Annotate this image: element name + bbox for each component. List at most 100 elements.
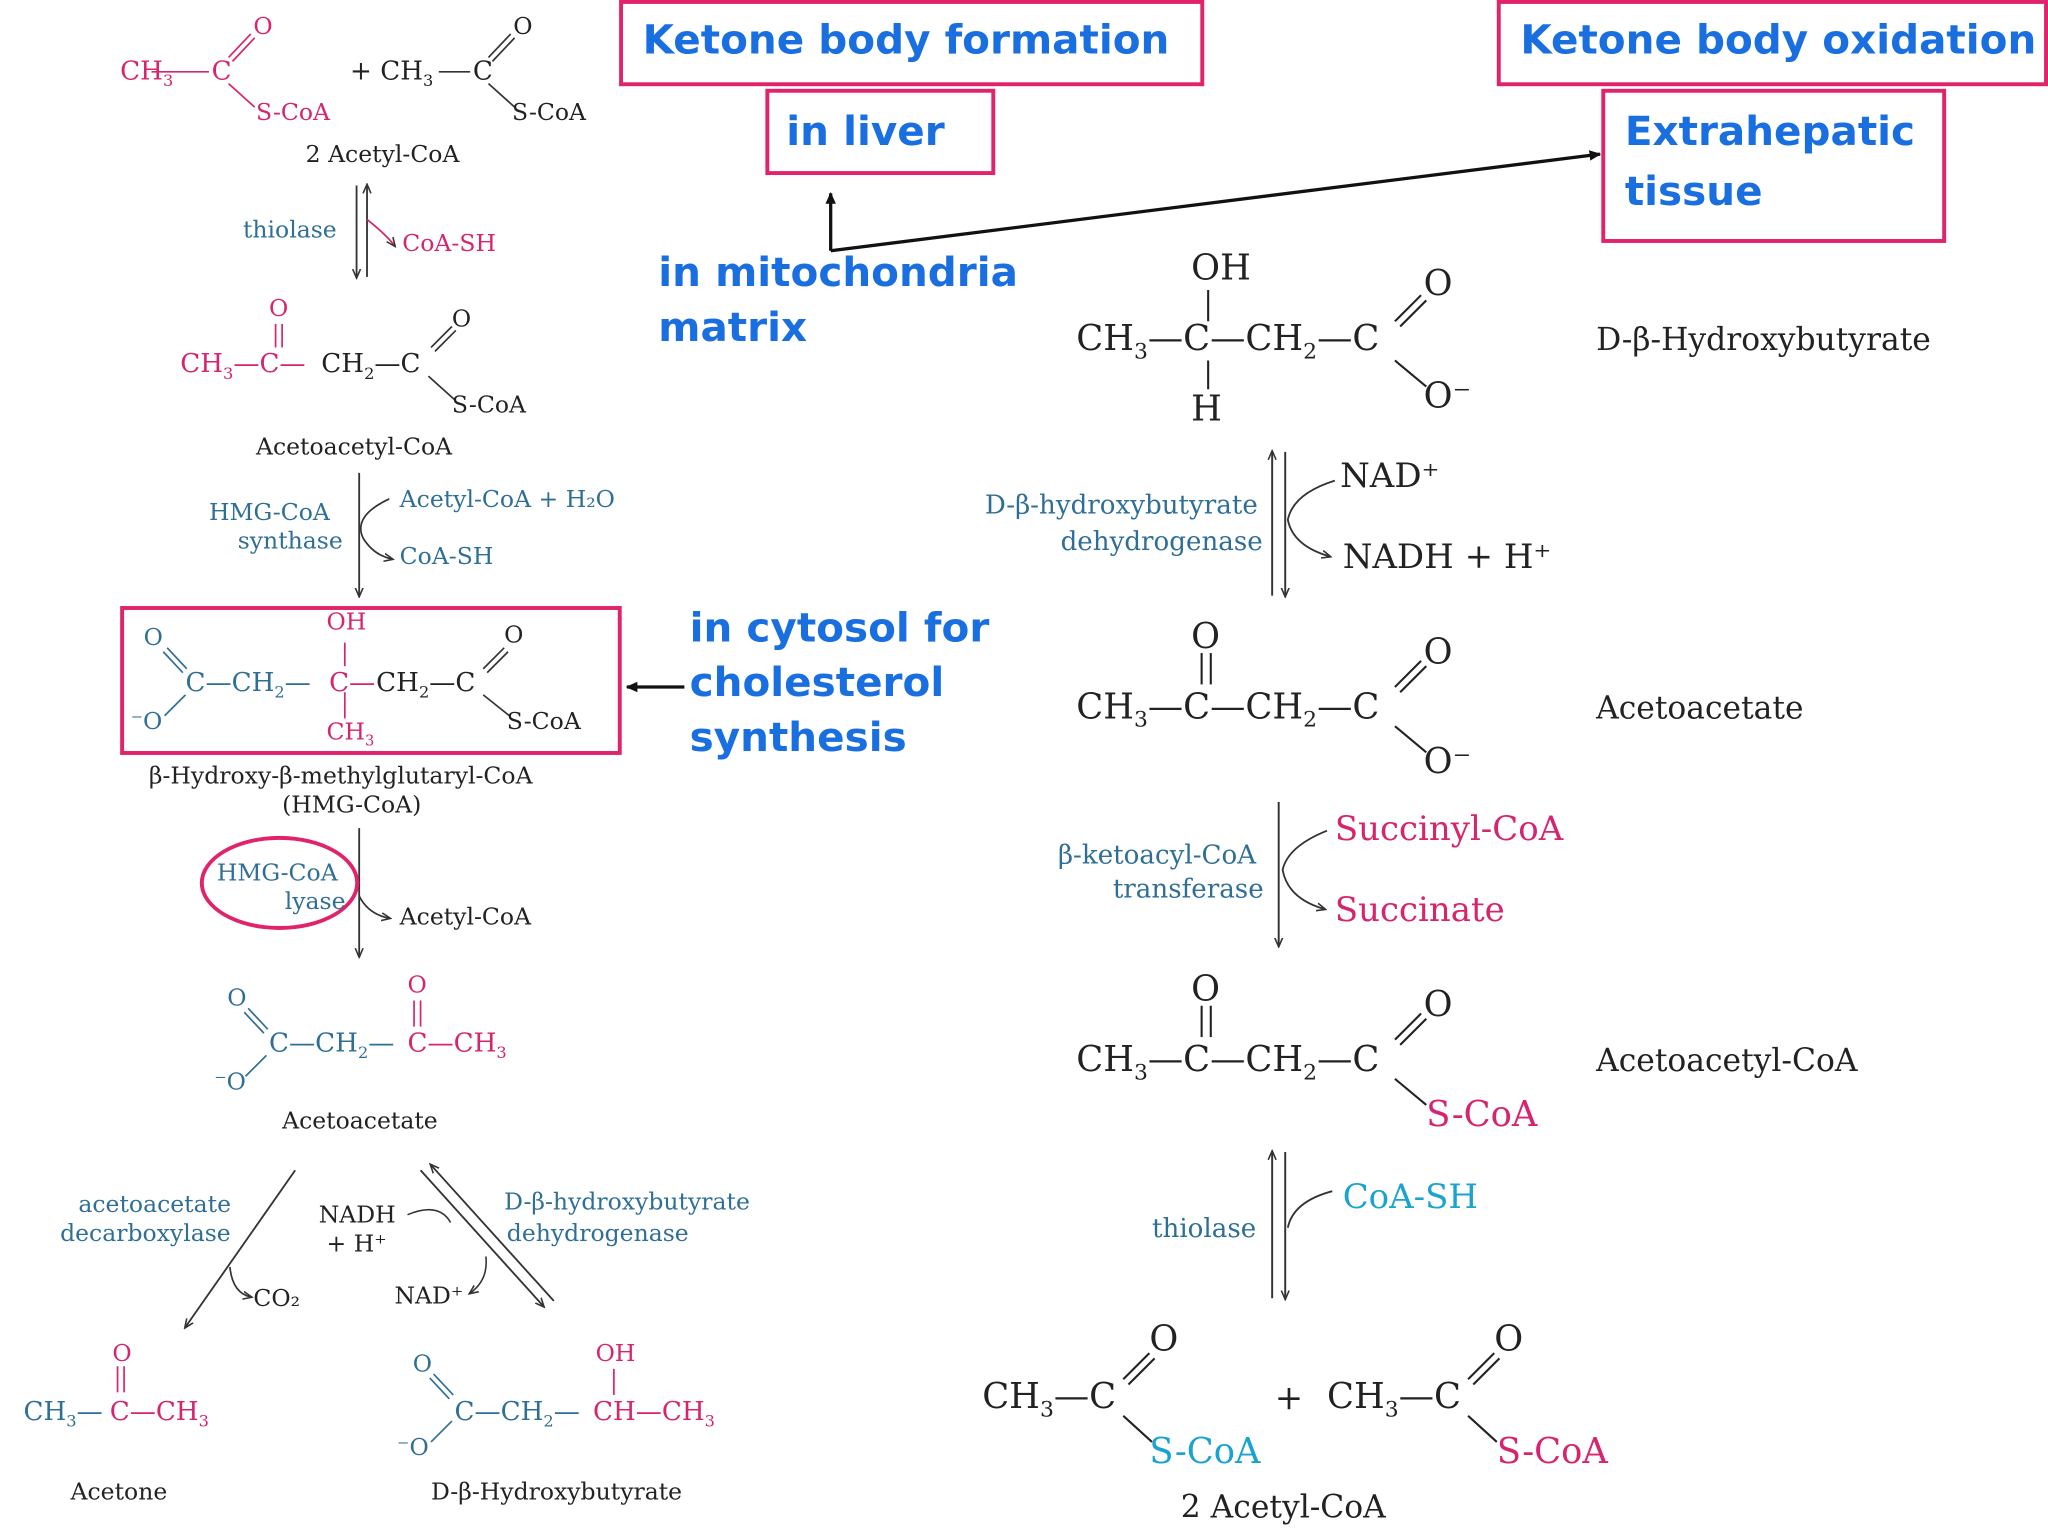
left-dh-line1: D-β-hydroxybutyrate: [504, 1188, 750, 1216]
plus-sign: +: [1274, 1379, 1304, 1419]
hb-oh: OH: [1191, 248, 1251, 289]
aacoa-scoa: S-CoA: [451, 391, 526, 420]
hmg-synthase-line1: HMG-CoA: [208, 498, 330, 527]
aa-o-keto: O: [1191, 616, 1221, 657]
hmgcoa-label-line1: β-Hydroxy-β-methylglutaryl-CoA: [148, 762, 533, 791]
hmg-lyase-line2: lyase: [284, 888, 346, 916]
extrahepatic-box: [1601, 88, 1947, 243]
acetone-c: C—CH3: [109, 1394, 209, 1431]
hmg-c-left: C—CH2—: [185, 666, 311, 702]
left-aa-c: C—CH2—: [269, 1026, 395, 1062]
left-dh-line2: dehydrogenase: [506, 1219, 689, 1248]
right-acetoacetate-label: Acetoacetate: [1596, 689, 1804, 727]
aa-o-minus: O⁻: [1423, 741, 1472, 783]
cytosol-line2: cholesterol: [689, 659, 945, 707]
hmg-ch3: CH3: [326, 718, 375, 750]
left-acetoacetate-label: Acetoacetate: [282, 1107, 438, 1136]
in-liver-label: in liver: [786, 108, 945, 156]
acetylcoa1-ch3: CH3: [120, 54, 174, 91]
hmgcoa-highlight-box: [120, 606, 622, 755]
nadh-line1: NADH: [318, 1201, 396, 1230]
hb-o: O: [1423, 263, 1453, 305]
left-aa-o-keto: O: [407, 971, 427, 1000]
extrahepatic-line2: tissue: [1624, 168, 1763, 216]
hmg-scoa: S-CoA: [506, 707, 581, 736]
acetylcoa-r2-scoa: S-CoA: [1496, 1431, 1608, 1472]
aa-o: O: [1423, 632, 1453, 673]
hmg-lyase-highlight-circle: [199, 835, 360, 930]
acetone-ch3-left: CH3—: [23, 1394, 103, 1431]
acetylcoa2-ch3: + CH3: [350, 54, 434, 91]
left-nad-label: NAD⁺: [394, 1282, 464, 1311]
aacoa-ch3: CH3—C—: [180, 347, 306, 383]
hmg-synthase-line2: synthase: [237, 527, 343, 556]
right-dh-line1: D-β-hydroxybutyrate: [984, 488, 1258, 520]
acetylcoa-r2: CH3—C: [1327, 1376, 1461, 1422]
hb-o-minus: O⁻: [1423, 376, 1472, 417]
left-hydroxybutyrate-label: D-β-Hydroxybutyrate: [431, 1478, 683, 1506]
right-nadh-label: NADH + H⁺: [1342, 538, 1552, 578]
oxidation-title: Ketone body oxidation: [1520, 16, 2037, 64]
acetylcoa1-c: C: [211, 54, 232, 87]
hmg-oh: OH: [326, 608, 367, 637]
aacoa-o-keto: O: [269, 295, 289, 323]
left-hb-c: C—CH2—: [454, 1394, 580, 1431]
in-liver-box: [765, 88, 996, 176]
hmg-o-minus: ⁻O: [130, 707, 163, 736]
left-aa-c2: C—CH3: [407, 1026, 507, 1062]
transferase-line2: transferase: [1112, 872, 1264, 904]
synthase-coa-sh-label: CoA-SH: [399, 543, 494, 571]
left-aa-o-minus: ⁻O: [214, 1068, 246, 1096]
left-hb-o: O: [412, 1350, 433, 1378]
right-acetoacetylcoa-label: Acetoacetyl-CoA: [1596, 1042, 1858, 1079]
left-coa-sh-label: CoA-SH: [402, 229, 496, 258]
succinate-label: Succinate: [1334, 890, 1505, 930]
aacoa-r-o: O: [1423, 984, 1453, 1026]
left-aa-o: O: [227, 984, 247, 1013]
left-acetoacetylcoa-label: Acetoacetyl-CoA: [255, 433, 453, 462]
left-acetylcoa-label: 2 Acetyl-CoA: [305, 141, 460, 169]
cytosol-line1: in cytosol for: [689, 604, 990, 652]
hb-chain: CH3—C—CH2—C: [1076, 318, 1380, 364]
acetone-o: O: [112, 1340, 132, 1368]
aacoa-r-chain: CH3—C—CH2—C: [1076, 1039, 1380, 1085]
acetylcoa2-o: O: [513, 13, 533, 41]
acetylcoa1-scoa: S-CoA: [255, 99, 331, 127]
aacoa-r-o-keto: O: [1191, 969, 1221, 1010]
acetylcoa-h2o-label: Acetyl-CoA + H₂O: [399, 485, 615, 514]
hmg-c-center: C—: [329, 666, 376, 698]
acetone-label: Acetone: [70, 1478, 168, 1506]
mito-line2: matrix: [658, 304, 808, 352]
nadh-line2: + H⁺: [326, 1230, 387, 1258]
aacoa-o: O: [451, 305, 472, 334]
right-hydroxybutyrate-label: D-β-Hydroxybutyrate: [1596, 321, 1931, 358]
co2-label: CO₂: [253, 1285, 301, 1313]
left-thiolase-label: thiolase: [242, 216, 337, 245]
hmgcoa-label-line2: (HMG-CoA): [282, 791, 422, 819]
acetylcoa2-c: C: [472, 54, 493, 87]
succinyl-coa-label: Succinyl-CoA: [1334, 809, 1564, 849]
acetylcoa-r1: CH3—C: [982, 1376, 1117, 1422]
right-acetylcoa-label: 2 Acetyl-CoA: [1180, 1488, 1386, 1526]
hmg-o-right: O: [504, 621, 524, 650]
hmg-ch2-right: CH2—C: [376, 666, 476, 702]
extrahepatic-line1: Extrahepatic: [1624, 108, 1916, 156]
acetylcoa-r1-o: O: [1149, 1319, 1179, 1360]
hmg-lyase-line1: HMG-CoA: [216, 859, 338, 887]
hb-h: H: [1191, 389, 1222, 430]
formation-title-box: [619, 0, 1205, 87]
left-hb-oh: OH: [595, 1340, 636, 1368]
decarboxylase-line2: decarboxylase: [60, 1219, 231, 1248]
arrow-to-extrahepatic: [830, 150, 1602, 253]
cytosol-line3: synthesis: [689, 714, 907, 762]
decarboxylase-line1: acetoacetate: [78, 1191, 231, 1219]
mito-line1: in mitochondria: [658, 249, 1018, 297]
lyase-acetylcoa-label: Acetyl-CoA: [399, 903, 532, 932]
acetylcoa-r2-o: O: [1494, 1319, 1524, 1360]
right-thiolase-label: thiolase: [1151, 1212, 1257, 1244]
aa-chain: CH3—C—CH2—C: [1076, 687, 1380, 732]
aacoa-r-scoa: S-CoA: [1426, 1094, 1538, 1136]
aacoa-ch2: CH2—C: [321, 347, 421, 383]
hmg-o-left: O: [143, 624, 163, 652]
